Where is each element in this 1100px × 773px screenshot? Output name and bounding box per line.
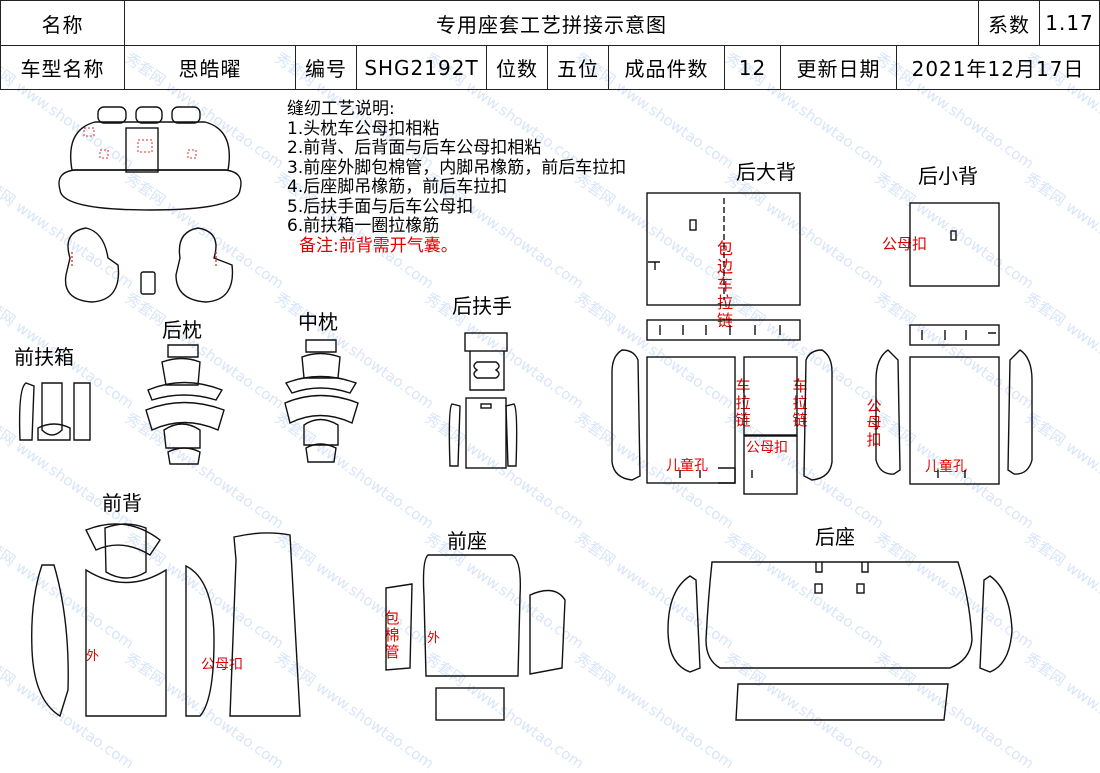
note-item: 5.后扶手面与后车公母扣 <box>287 196 474 217</box>
model-label: 车型名称 <box>0 45 125 90</box>
note-item: 6.前扶箱一圈拉橡筋 <box>287 216 440 236</box>
seat-overview-diagram <box>58 106 242 303</box>
annot-snap-vertical: 公母扣 <box>866 397 882 449</box>
label-front-console: 前扶箱 <box>14 345 74 369</box>
label-rear-armrest: 后扶手 <box>452 294 512 318</box>
notes-remark: 备注:前背需开气囊。 <box>299 235 458 256</box>
annot-child-hole-left: 儿童孔 <box>666 458 708 474</box>
date-label: 更新日期 <box>780 45 897 90</box>
rear-pillow-pattern <box>145 344 225 465</box>
note-item: 3.前座外脚包棉管，内脚吊橡筋，前后车拉扣 <box>287 157 627 178</box>
middle-pillow-pattern <box>284 339 359 463</box>
sewing-notes: 缝纫工艺说明: 1.头枕车公母扣相粘 2.前背、后背面与后车公母扣相粘 3.前座… <box>287 99 627 256</box>
date-value: 2021年12月17日 <box>896 45 1100 90</box>
header-table: 名称 专用座套工艺拼接示意图 系数 1.17 车型名称 思皓曜 编号 SHG21… <box>0 0 1100 90</box>
annot-zipper-left: 车拉链 <box>735 377 751 429</box>
coef-label: 系数 <box>978 0 1040 46</box>
annot-snap-small-back: 公母扣 <box>882 235 928 253</box>
annot-outer-seat: 外 <box>427 631 441 646</box>
label-rear-small-back: 后小背 <box>918 164 978 188</box>
front-console-pattern <box>18 382 91 441</box>
note-item: 4.后座脚吊橡筋，前后车拉扣 <box>287 177 508 197</box>
pieces-label: 成品件数 <box>608 45 725 90</box>
annot-zipper-right: 车拉链 <box>792 377 808 429</box>
seats-label: 位数 <box>486 45 548 90</box>
model-value: 思皓曜 <box>124 45 296 90</box>
rear-seat-pattern <box>667 561 1013 721</box>
annot-outer-back: 外 <box>86 649 100 664</box>
rear-armrest-pattern <box>448 332 518 469</box>
label-rear-pillow: 后枕 <box>162 318 202 342</box>
annot-snap-big-back: 公母扣 <box>746 440 788 456</box>
annot-edge-zipper: 包边车拉链 <box>717 239 734 330</box>
front-back-pattern <box>31 523 301 718</box>
note-item: 1.头枕车公母扣相粘 <box>287 118 440 139</box>
notes-title: 缝纫工艺说明: <box>287 99 395 119</box>
label-mid-pillow: 中枕 <box>298 310 338 334</box>
rear-small-back-pattern <box>875 202 1033 485</box>
label-front-seat: 前座 <box>447 529 487 553</box>
note-item: 2.前背、后背面与后车公母扣相粘 <box>287 138 542 158</box>
front-seat-pattern <box>385 554 566 721</box>
label-rear-big-back: 后大背 <box>736 160 796 184</box>
pattern-drawing <box>18 106 1033 721</box>
rear-big-back-pattern <box>611 192 833 495</box>
code-value: SHG2192T <box>356 45 487 90</box>
label-rear-seat: 后座 <box>815 525 855 549</box>
annot-cotton-tube: 包棉管 <box>384 609 400 661</box>
label-front-back: 前背 <box>102 491 142 515</box>
annot-child-hole-right: 儿童孔 <box>925 459 967 475</box>
